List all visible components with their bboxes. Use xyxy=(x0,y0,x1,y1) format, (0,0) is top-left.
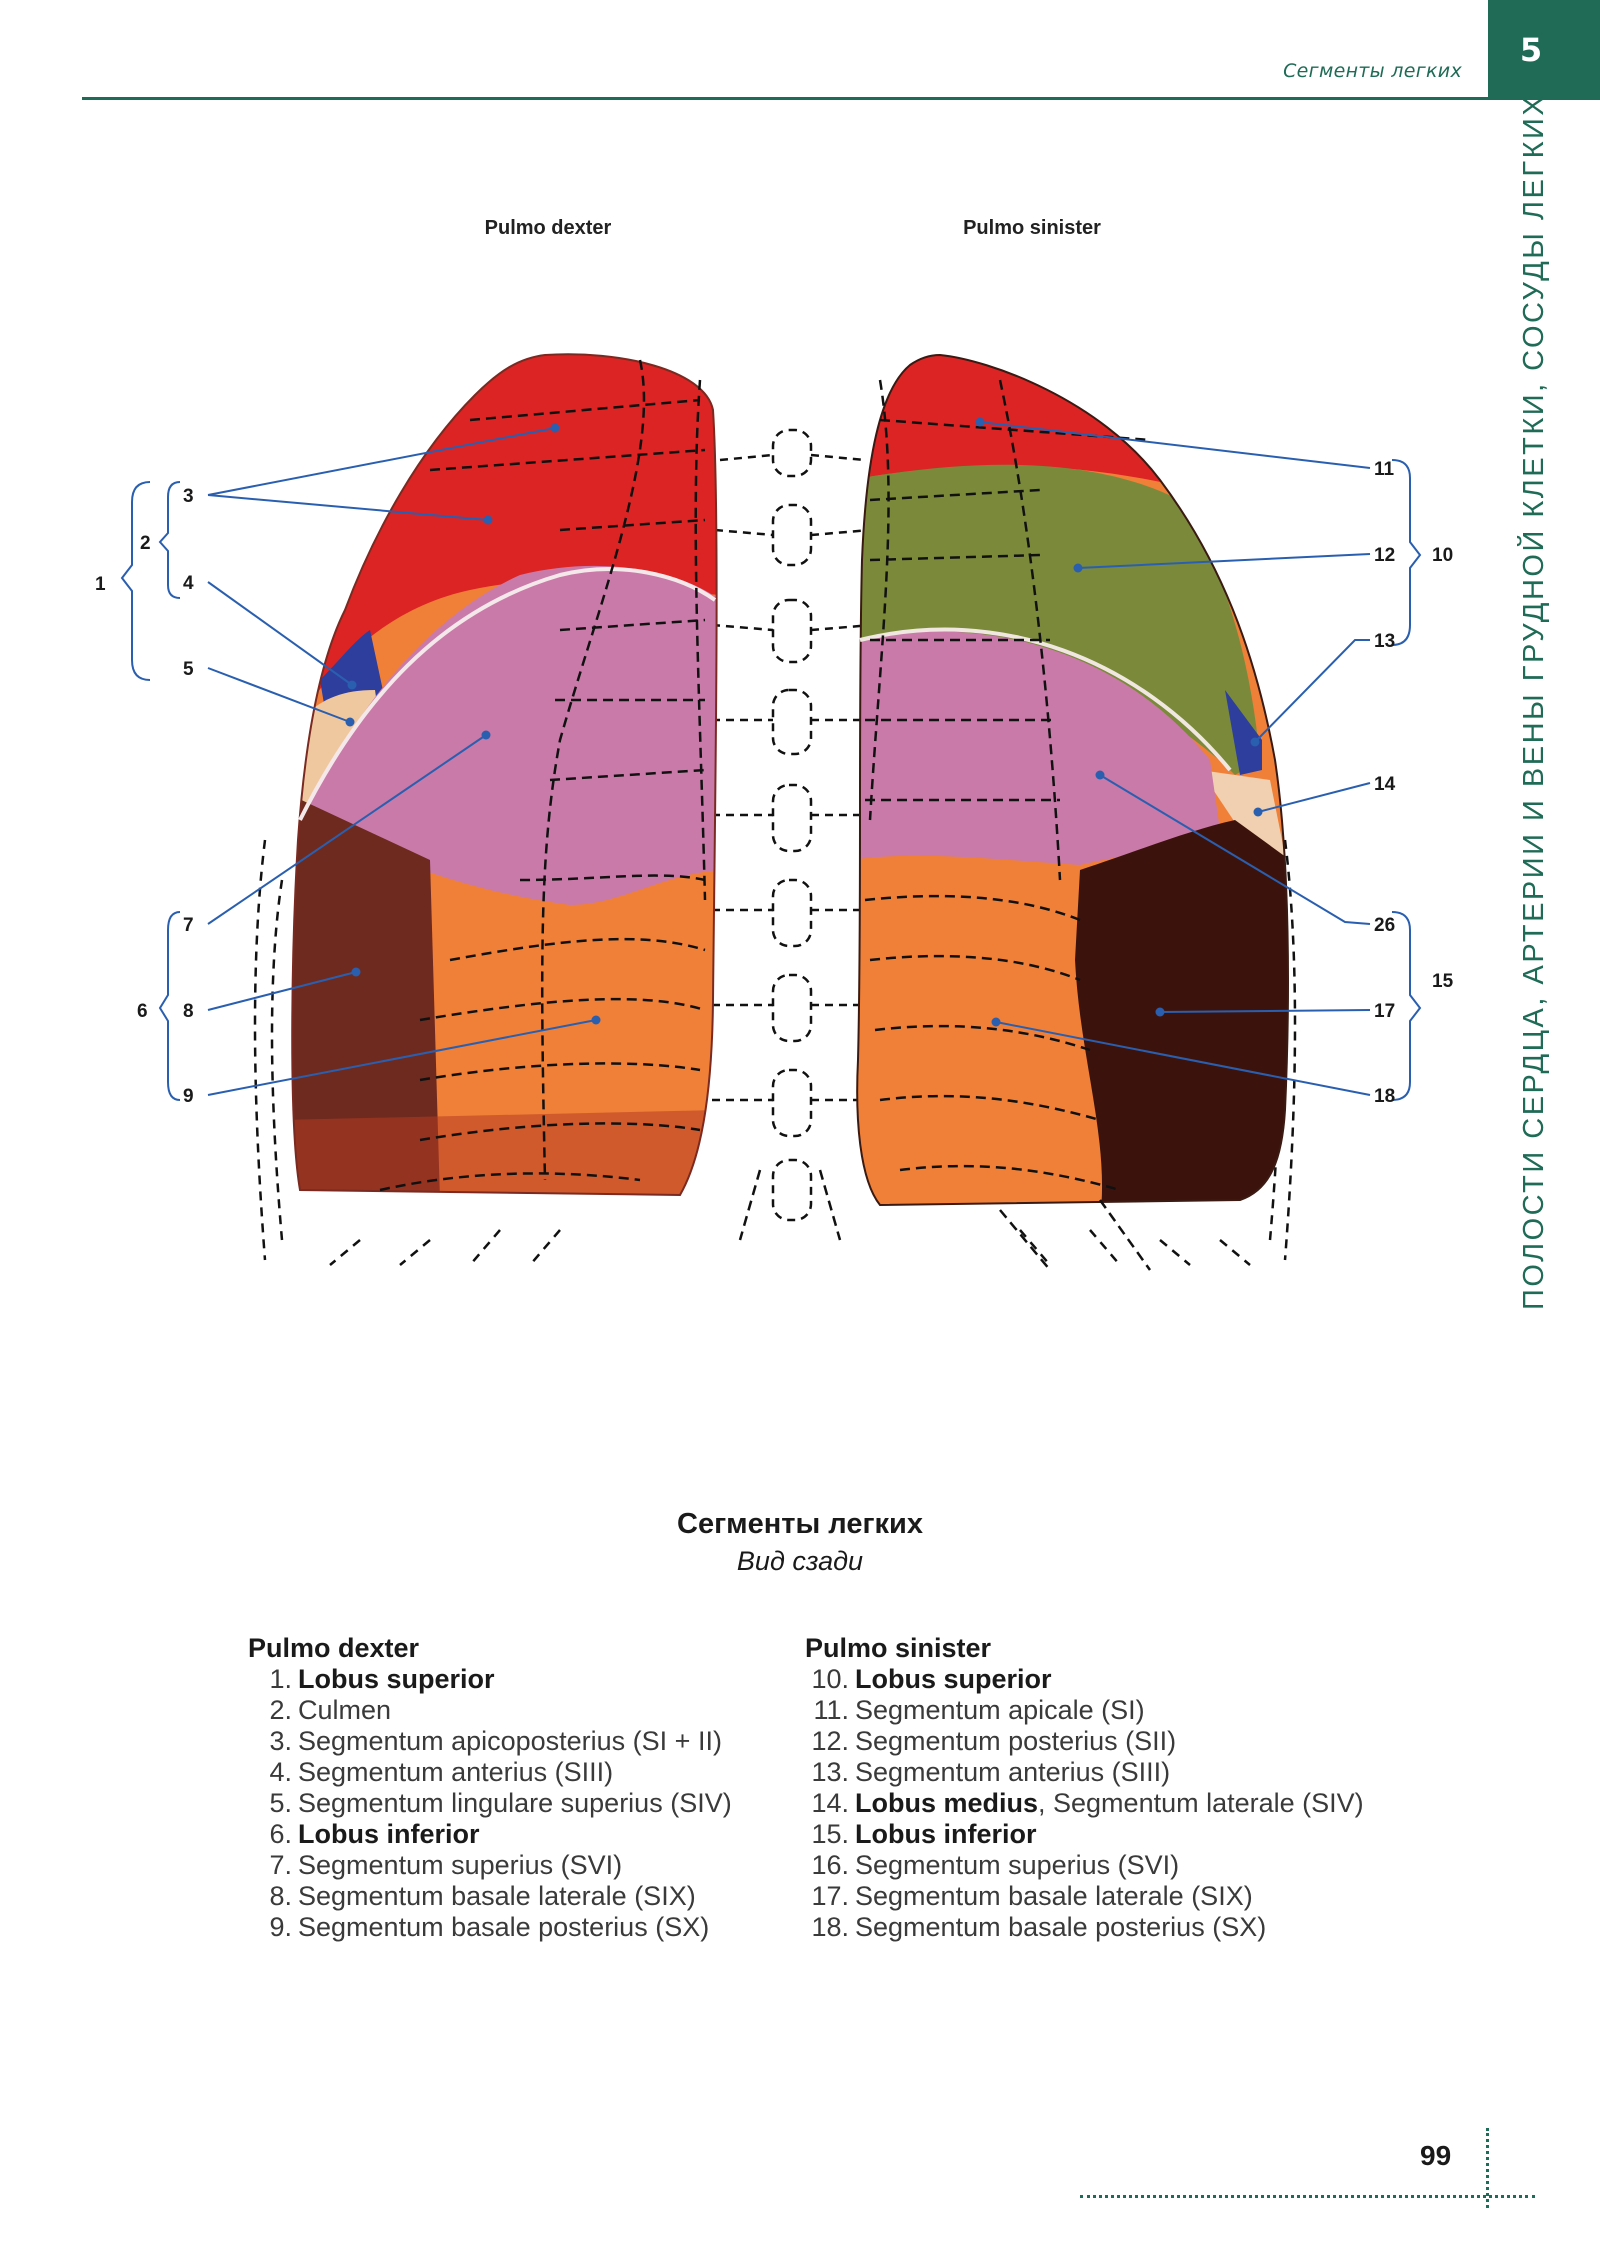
callout-17: 17 xyxy=(1374,1001,1395,1022)
legend-item: 1.Lobus superior xyxy=(269,1664,495,1694)
callout-15: 15 xyxy=(1432,971,1454,992)
figure-caption-subtitle: Вид сзади xyxy=(736,1546,864,1576)
legend-item: 8.Segmentum basale laterale (SIX) xyxy=(269,1881,696,1911)
legend-item: 15.Lobus inferior xyxy=(811,1819,1037,1849)
callout-26: 26 xyxy=(1374,915,1395,936)
legend-list: 1.Lobus superior 2.Culmen 3.Segmentum ap… xyxy=(248,1664,732,1943)
legend-item: 3.Segmentum apicoposterius (SI + II) xyxy=(269,1726,722,1756)
legend-item: 4.Segmentum anterius (SIII) xyxy=(269,1757,614,1787)
callout-2: 2 xyxy=(140,533,151,554)
legend-item: 6.Lobus inferior xyxy=(269,1819,480,1849)
legend-pulmo-dexter: Pulmo dexter 1.Lobus superior 2.Culmen 3… xyxy=(248,1632,732,1943)
right-lung xyxy=(292,354,717,1195)
legend-item: 10.Lobus superior xyxy=(811,1664,1052,1694)
footer-dotted-marker xyxy=(1486,2128,1489,2208)
legend-item: 11.Segmentum apicale (SI) xyxy=(813,1695,1145,1725)
figure-caption-title: Сегменты легких xyxy=(677,1508,923,1540)
legend-heading: Pulmo sinister xyxy=(805,1633,992,1663)
callout-5: 5 xyxy=(183,659,194,680)
legend-item: 14.Lobus medius, Segmentum laterale (SIV… xyxy=(811,1788,1364,1818)
leader-dots xyxy=(345,417,1263,1027)
callout-6: 6 xyxy=(137,1001,148,1022)
right-lung-outline xyxy=(291,353,718,1197)
segment-superius-left xyxy=(857,631,1220,865)
callout-3: 3 xyxy=(183,486,194,507)
legend-item: 18.Segmentum basale posterius (SX) xyxy=(811,1912,1267,1942)
left-lung-outline xyxy=(856,353,1289,1207)
legend-item: 16.Segmentum superius (SVI) xyxy=(811,1850,1180,1880)
brackets xyxy=(120,459,1422,1101)
callout-18: 18 xyxy=(1374,1086,1395,1107)
legend-item: 12.Segmentum posterius (SII) xyxy=(811,1726,1177,1756)
lung-segments-figure: Pulmo dexter Pulmo sinister xyxy=(95,217,1454,1271)
legend-item: 17.Segmentum basale laterale (SIX) xyxy=(811,1881,1253,1911)
left-lung xyxy=(857,355,1288,1205)
footer-dotted-rule xyxy=(1080,2195,1535,2198)
page-number: 99 xyxy=(1420,2140,1452,2171)
legend-list: 10.Lobus superior 11.Segmentum apicale (… xyxy=(805,1664,1364,1943)
left-oblique-fissure xyxy=(859,627,1232,772)
chapter-tab: 5 xyxy=(1488,0,1600,100)
callout-10: 10 xyxy=(1432,545,1453,566)
label-pulmo-dexter: Pulmo dexter xyxy=(485,217,612,239)
label-pulmo-sinister: Pulmo sinister xyxy=(963,217,1101,239)
callout-9: 9 xyxy=(183,1086,194,1107)
legend-item: 7.Segmentum superius (SVI) xyxy=(269,1850,623,1880)
callout-7: 7 xyxy=(183,915,194,936)
chapter-number: 5 xyxy=(1519,31,1543,69)
legend-item: 2.Culmen xyxy=(269,1695,392,1725)
legend-pulmo-sinister: Pulmo sinister 10.Lobus superior 11.Segm… xyxy=(805,1632,1364,1943)
legend-item: 13.Segmentum anterius (SIII) xyxy=(811,1757,1171,1787)
vertebral-column xyxy=(711,428,873,1222)
legend-item: 9.Segmentum basale posterius (SX) xyxy=(269,1912,710,1942)
callout-4: 4 xyxy=(183,573,194,594)
header-rule xyxy=(82,97,1502,100)
leader-lines xyxy=(207,421,1371,1096)
callout-11: 11 xyxy=(1374,459,1395,480)
section-title: Сегменты легких xyxy=(1283,60,1462,82)
segment-posterius-left xyxy=(857,464,1260,775)
legend-item: 5.Segmentum lingulare superius (SIV) xyxy=(269,1788,732,1818)
callout-1: 1 xyxy=(95,574,106,595)
callout-13: 13 xyxy=(1374,631,1395,652)
segment-basale-laterale-left xyxy=(1075,820,1288,1205)
segment-superius-right xyxy=(300,565,717,905)
callout-12: 12 xyxy=(1374,545,1395,566)
segment-basale-laterale-right xyxy=(292,790,440,1195)
right-oblique-fissure xyxy=(298,567,717,821)
callout-8: 8 xyxy=(183,1001,194,1022)
segment-anterius-left xyxy=(1225,690,1262,775)
callout-14: 14 xyxy=(1374,774,1396,795)
legend-heading: Pulmo dexter xyxy=(248,1633,420,1663)
